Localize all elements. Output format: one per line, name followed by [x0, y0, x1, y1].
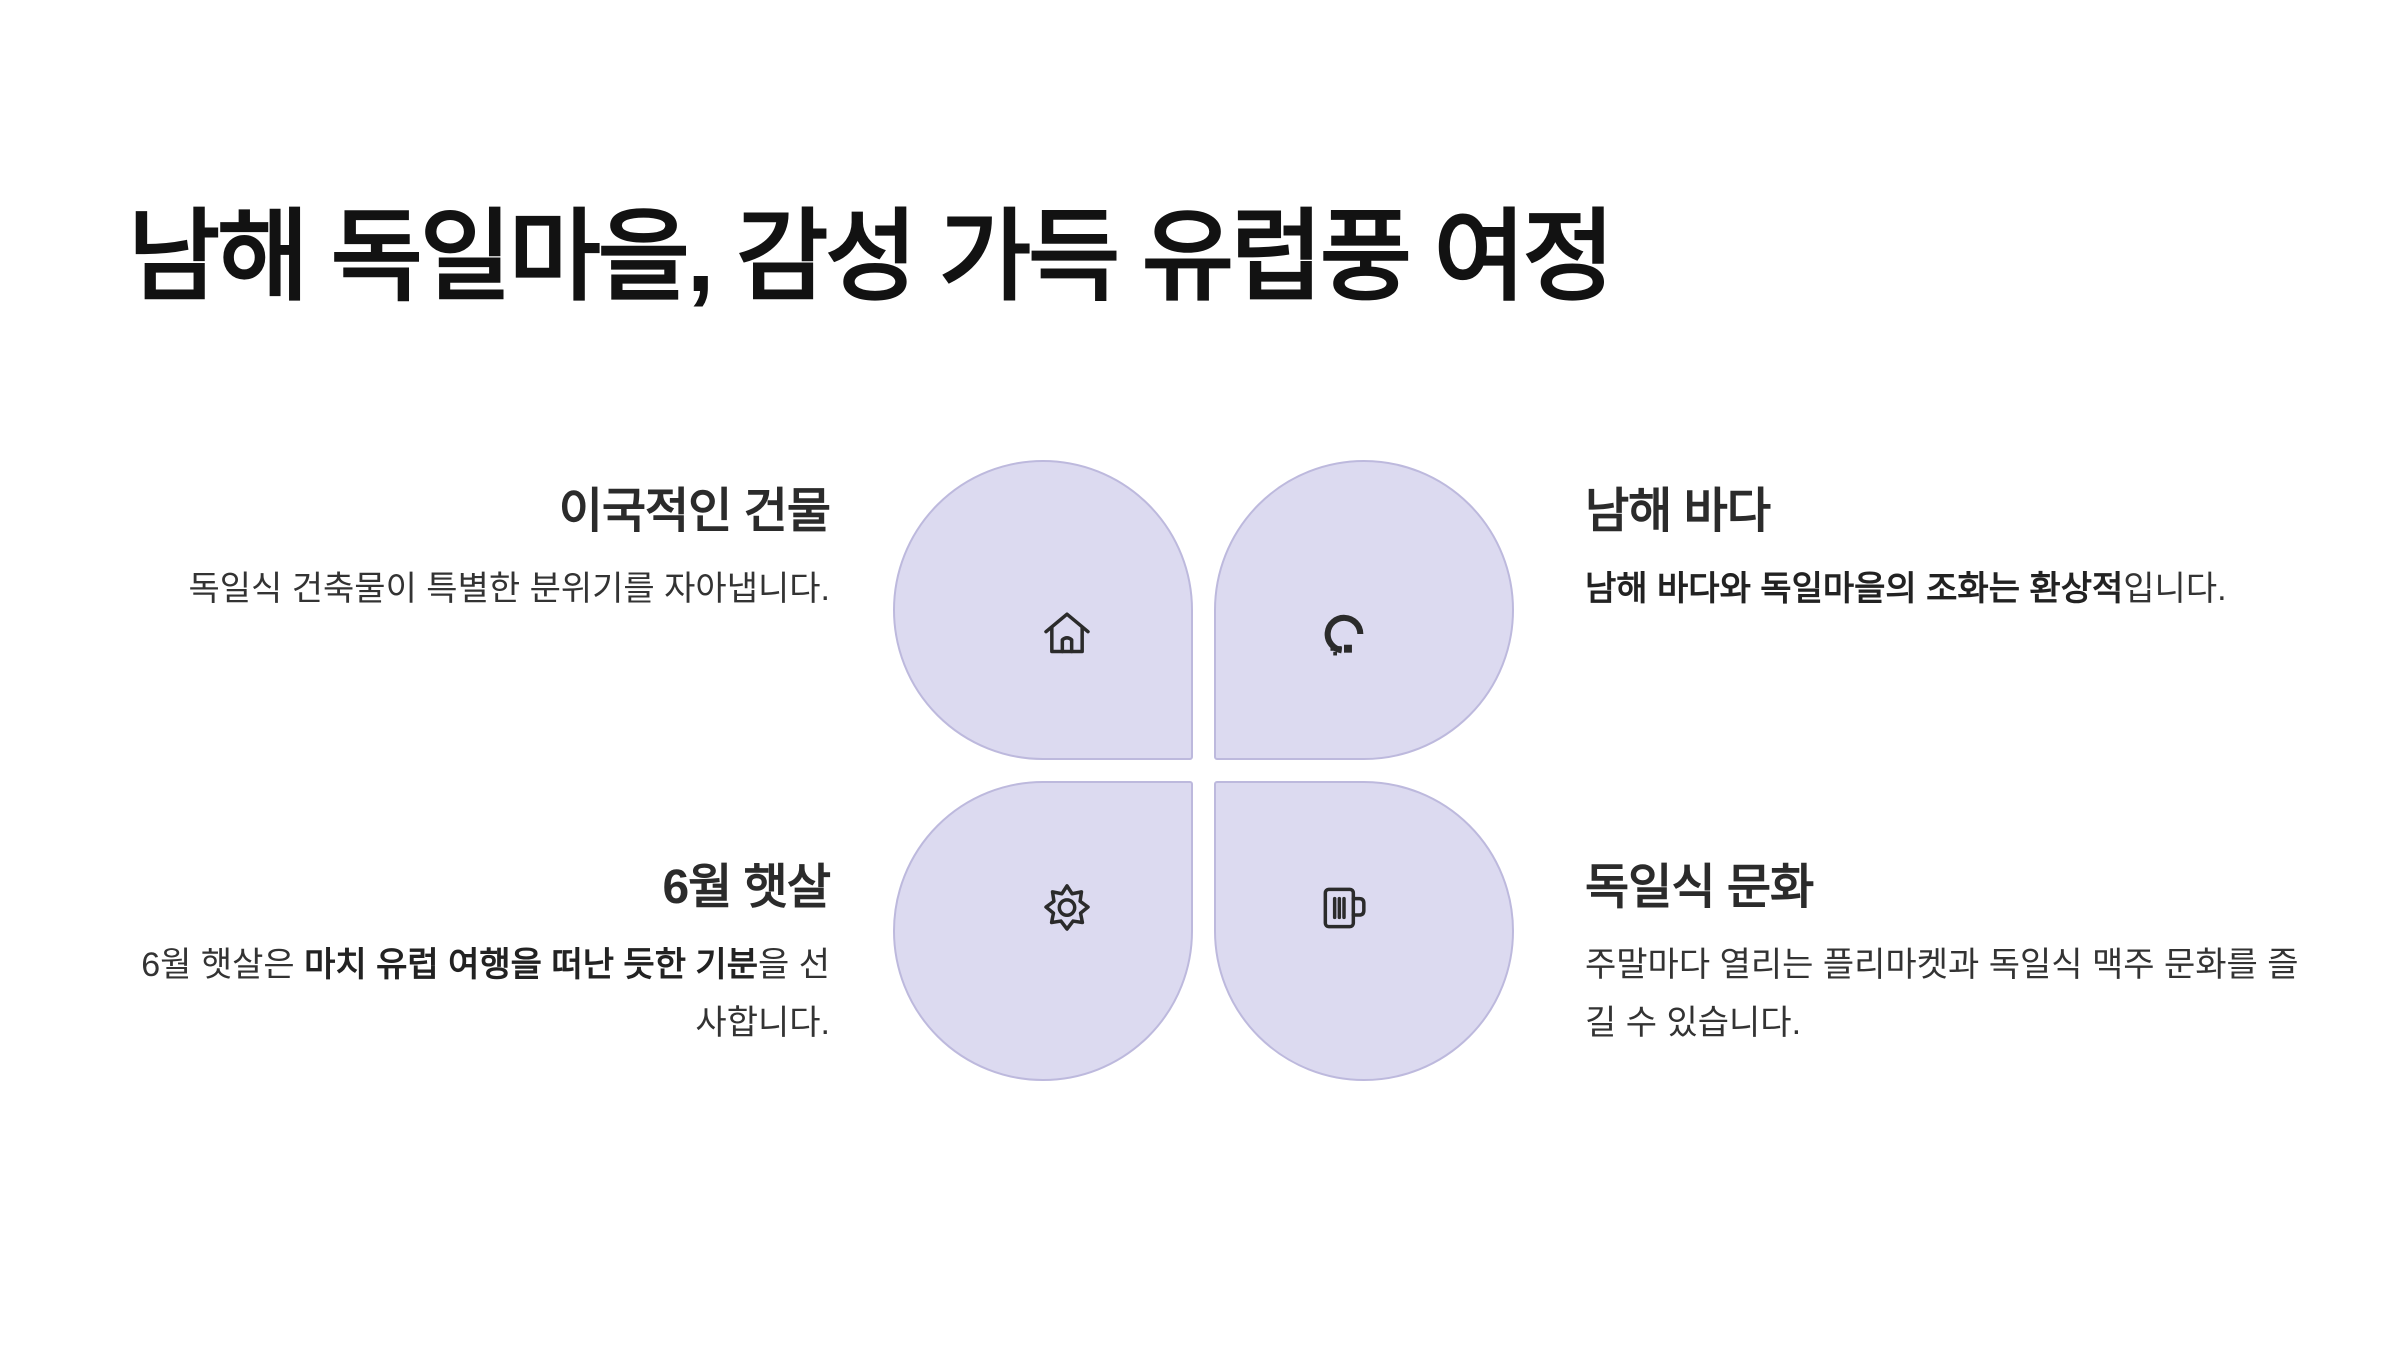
- petal-top-left: [893, 460, 1193, 760]
- feature-german-culture: 독일식 문화 주말마다 열리는 플리마켓과 독일식 맥주 문화를 즐길 수 있습…: [1585, 858, 2305, 1052]
- feature-description-bold: 남해 바다와 독일마을의 조화는 환상적: [1585, 570, 2124, 608]
- house-icon: [1039, 606, 1095, 662]
- petal-bottom-right: [1214, 781, 1514, 1081]
- feature-description: 6월 햇살은 마치 유럽 여행을 떠난 듯한 기분을 선사합니다.: [110, 936, 830, 1052]
- petal-bottom-left: [893, 781, 1193, 1081]
- feature-heading: 6월 햇살: [662, 861, 831, 914]
- beer-mug-icon: [1316, 880, 1372, 936]
- feature-description-bold: 마치 유럽 여행을 떠난 듯한 기분: [304, 946, 758, 984]
- feature-description-tail: 을 선사합니다.: [695, 946, 830, 1042]
- feature-heading: 남해 바다: [1585, 485, 1771, 538]
- feature-description-pre: 6월 햇살은: [141, 946, 305, 984]
- feature-description: 주말마다 열리는 플리마켓과 독일식 맥주 문화를 즐길 수 있습니다.: [1585, 946, 2299, 1042]
- loop-logo-icon: [1316, 606, 1372, 662]
- page-title: 남해 독일마을, 감성 가득 유럽풍 여정: [128, 201, 1615, 313]
- feature-description: 남해 바다와 독일마을의 조화는 환상적입니다.: [1585, 560, 2305, 618]
- feature-heading: 독일식 문화: [1585, 861, 1814, 914]
- feature-june-sunshine: 6월 햇살 6월 햇살은 마치 유럽 여행을 떠난 듯한 기분을 선사합니다.: [110, 858, 831, 1052]
- feature-heading: 이국적인 건물: [558, 485, 831, 538]
- feature-namhae-sea: 남해 바다 남해 바다와 독일마을의 조화는 환상적입니다.: [1585, 482, 2305, 618]
- feature-description: 독일식 건축물이 특별한 분위기를 자아냅니다.: [188, 570, 830, 608]
- petal-top-right: [1214, 460, 1514, 760]
- feature-description-tail: 입니다.: [2123, 570, 2227, 608]
- feature-exotic-buildings: 이국적인 건물 독일식 건축물이 특별한 분위기를 자아냅니다.: [110, 482, 831, 618]
- sun-icon: [1039, 880, 1095, 936]
